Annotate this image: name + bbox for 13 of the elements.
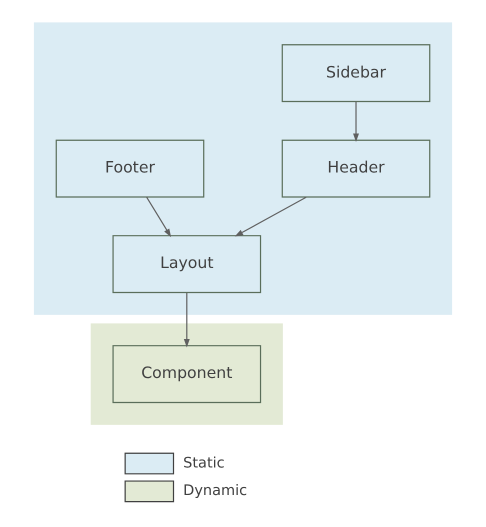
legend-label: Dynamic [183, 483, 248, 500]
node-box: Footer [56, 140, 204, 198]
legend-label: Static [183, 455, 225, 472]
arrow [234, 196, 306, 237]
arrow [146, 196, 172, 238]
node-box: Layout [112, 235, 262, 294]
node-box: Component [112, 345, 262, 404]
arrow [353, 102, 359, 142]
cluster [34, 22, 452, 315]
arrow [184, 293, 190, 348]
node-box: Sidebar [282, 44, 430, 102]
cluster [90, 323, 283, 425]
node-box: Header [282, 140, 430, 198]
